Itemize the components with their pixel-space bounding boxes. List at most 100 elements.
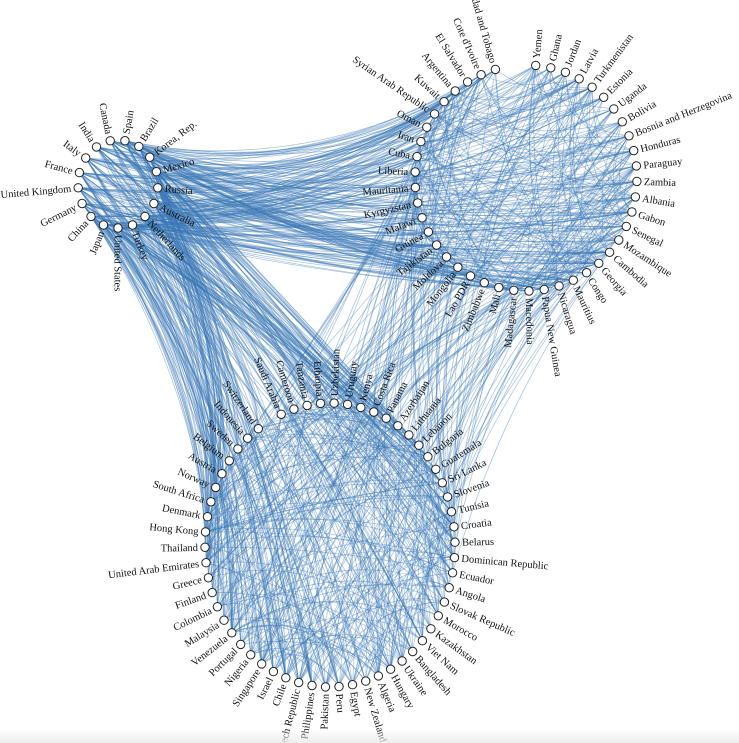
- node-cameroon[interactable]: [289, 404, 299, 414]
- node-mozambique[interactable]: [614, 235, 624, 245]
- node-malawi[interactable]: [417, 213, 427, 223]
- node-colombia[interactable]: [212, 602, 223, 612]
- node-slovak-republic[interactable]: [439, 597, 450, 607]
- node-belgium[interactable]: [224, 456, 235, 466]
- node-egypt[interactable]: [347, 680, 358, 690]
- node-guinea[interactable]: [423, 227, 434, 237]
- node-norway[interactable]: [211, 482, 221, 493]
- node-uganda[interactable]: [609, 104, 619, 114]
- node-gabon[interactable]: [627, 207, 637, 217]
- node-el-salvador[interactable]: [462, 77, 473, 87]
- node-japan[interactable]: [98, 220, 109, 230]
- node-kazakhstan[interactable]: [426, 624, 436, 634]
- node-austria[interactable]: [217, 469, 227, 479]
- node-india[interactable]: [91, 142, 102, 152]
- node-argentina[interactable]: [450, 86, 460, 96]
- node-bosnia-and-herzegovina[interactable]: [624, 131, 634, 141]
- node-pakistan[interactable]: [320, 682, 331, 692]
- node-hong-kong[interactable]: [200, 527, 211, 537]
- node-moldova[interactable]: [441, 252, 452, 262]
- node-brazil[interactable]: [134, 141, 144, 152]
- node-cuba[interactable]: [412, 151, 422, 162]
- node-united-arab-emirates[interactable]: [201, 558, 211, 568]
- node-tunisia[interactable]: [446, 507, 457, 517]
- node-portugal[interactable]: [236, 639, 246, 650]
- node-zimbabwe[interactable]: [479, 278, 489, 288]
- node-korea-rep[interactable]: [145, 152, 155, 162]
- node-algeria[interactable]: [373, 671, 384, 681]
- node-hungary[interactable]: [385, 664, 396, 674]
- node-sweden[interactable]: [233, 444, 243, 454]
- node-bolivia[interactable]: [617, 117, 627, 127]
- node-latvia[interactable]: [574, 74, 584, 84]
- node-cote-d-ivoire[interactable]: [476, 70, 486, 80]
- node-czech-republic[interactable]: [294, 677, 304, 688]
- node-nigeria[interactable]: [246, 650, 256, 660]
- node-netherlands[interactable]: [140, 211, 150, 222]
- node-congo[interactable]: [581, 268, 592, 278]
- node-tanzania[interactable]: [302, 400, 312, 411]
- node-saudi-arabia[interactable]: [276, 409, 286, 419]
- node-liberia[interactable]: [410, 167, 420, 177]
- node-albania[interactable]: [630, 192, 641, 202]
- node-belarus[interactable]: [450, 537, 460, 547]
- node-kenya[interactable]: [356, 402, 366, 413]
- node-ukraine[interactable]: [397, 656, 407, 666]
- node-germany[interactable]: [77, 198, 87, 209]
- node-indonesia[interactable]: [242, 433, 253, 443]
- node-china[interactable]: [86, 211, 96, 222]
- node-macedonia[interactable]: [524, 286, 534, 296]
- node-france[interactable]: [74, 167, 85, 178]
- node-lithuania[interactable]: [404, 430, 414, 440]
- node-spain[interactable]: [120, 136, 130, 146]
- node-new-zealand[interactable]: [361, 676, 371, 686]
- node-finland[interactable]: [207, 587, 217, 598]
- node-mauritius[interactable]: [568, 275, 578, 285]
- node-zambia[interactable]: [632, 176, 642, 187]
- node-ecuador[interactable]: [447, 568, 458, 578]
- node-panama[interactable]: [381, 413, 391, 423]
- node-turkey[interactable]: [127, 220, 138, 230]
- node-papua-new-guinea[interactable]: [539, 284, 549, 295]
- node-mauritania[interactable]: [410, 182, 421, 193]
- node-mongolia[interactable]: [453, 262, 463, 272]
- node-philippines[interactable]: [307, 680, 317, 691]
- node-cambodia[interactable]: [604, 247, 615, 258]
- node-yemen[interactable]: [531, 60, 541, 71]
- node-bulgaria[interactable]: [423, 452, 433, 462]
- node-malaysia[interactable]: [219, 615, 229, 625]
- node-dominican-republic[interactable]: [449, 552, 460, 563]
- node-trinidad-and-tobago[interactable]: [490, 64, 501, 75]
- node-angola[interactable]: [444, 583, 454, 593]
- node-switzerland[interactable]: [253, 424, 263, 434]
- node-morocco[interactable]: [433, 611, 443, 621]
- node-chile[interactable]: [281, 673, 291, 683]
- node-canada[interactable]: [105, 136, 115, 146]
- node-costa-rica[interactable]: [369, 407, 379, 417]
- node-australia[interactable]: [149, 198, 159, 209]
- node-estonia[interactable]: [599, 92, 609, 103]
- node-ghana[interactable]: [546, 63, 556, 73]
- node-singapore[interactable]: [257, 659, 267, 669]
- node-jordan[interactable]: [560, 67, 571, 78]
- node-uruguay[interactable]: [342, 399, 353, 410]
- node-uzbekistan[interactable]: [329, 398, 339, 408]
- node-united-states[interactable]: [113, 223, 123, 233]
- node-croatia[interactable]: [449, 522, 459, 532]
- node-madagascar[interactable]: [509, 285, 519, 295]
- node-lao-pdr[interactable]: [465, 271, 476, 281]
- node-ethiopia[interactable]: [315, 398, 326, 409]
- node-greece[interactable]: [203, 573, 214, 583]
- node-guatemala[interactable]: [431, 464, 441, 474]
- node-russia[interactable]: [153, 183, 163, 193]
- node-bangladesh[interactable]: [408, 646, 418, 657]
- node-turkmenistan[interactable]: [587, 82, 597, 92]
- node-sri-lanka[interactable]: [437, 478, 447, 488]
- node-viet-nam[interactable]: [417, 636, 428, 646]
- node-slovenia[interactable]: [442, 492, 453, 502]
- node-mexico[interactable]: [151, 167, 162, 177]
- node-south-africa[interactable]: [206, 497, 216, 507]
- node-paraguay[interactable]: [631, 161, 642, 171]
- node-denmark[interactable]: [202, 512, 213, 522]
- node-georgia[interactable]: [594, 258, 604, 268]
